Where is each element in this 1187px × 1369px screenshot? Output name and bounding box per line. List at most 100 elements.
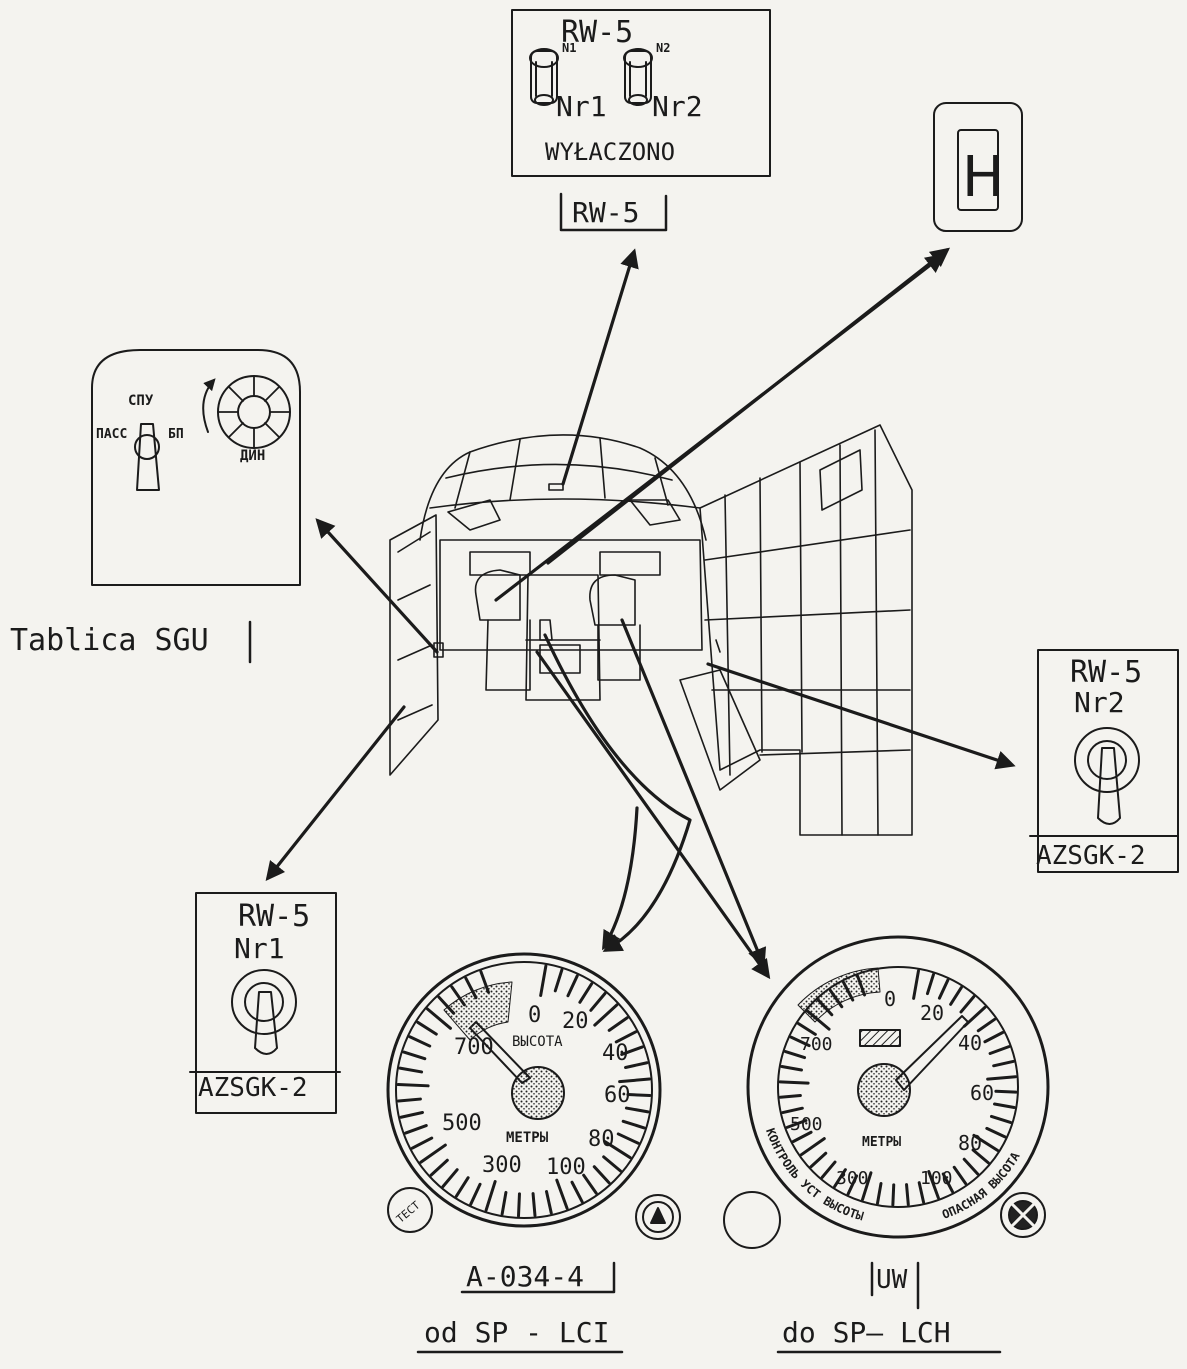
dial-tick [541, 966, 546, 996]
gauge-left-scale-4: 80 [588, 1127, 615, 1152]
dial-tick [783, 1108, 803, 1112]
gauge-left-scale-0: 0 [528, 1003, 541, 1028]
dial-tick [939, 980, 947, 998]
dial-tick [486, 1182, 495, 1211]
gauge-right-scale-4: 80 [958, 1131, 982, 1155]
dial-tick [609, 1018, 627, 1031]
sgu-card-frame [92, 350, 300, 585]
top-card-caption: RW-5 [572, 196, 639, 229]
dial-tick [996, 1091, 1016, 1092]
gauge-left-scale-8: 700 [454, 1035, 494, 1060]
gauge-right-scale-6: 300 [836, 1168, 869, 1189]
test-button-label: ТЕСТ [394, 1198, 423, 1225]
dial-tick [951, 987, 962, 1004]
gauge-left-scale-1: 20 [562, 1009, 589, 1034]
dial-tick [456, 1178, 468, 1197]
gauge-left-center-label: ВЫСОТА [512, 1034, 563, 1050]
dial-tick [626, 1063, 647, 1068]
switch1-tag: N1 [562, 41, 576, 55]
dial-tick [961, 997, 974, 1012]
dial-tick [398, 1085, 428, 1086]
dial-tick [988, 1077, 1016, 1079]
dial-tick [555, 970, 562, 991]
dial-tick [533, 1194, 535, 1216]
dial-tick [990, 1047, 1009, 1054]
nr1-number: Nr1 [234, 932, 285, 965]
gauge-right-scale-5: 100 [920, 1168, 953, 1189]
toggle-switch-icon-1 [530, 49, 558, 105]
gauge-left-scale-6: 300 [482, 1153, 522, 1178]
dial-tick [618, 1134, 638, 1143]
dial-tick [557, 1180, 567, 1208]
sgu-right-label: БП [168, 427, 184, 442]
gauge-right-scale-8: 700 [800, 1034, 833, 1055]
blank-button-icon [724, 1192, 780, 1248]
nr2-caption: AZSGK-2 [1036, 841, 1146, 871]
gauge-right-unit: МЕТРЫ [862, 1135, 901, 1150]
gauge-left-scale-5: 100 [546, 1155, 586, 1180]
top-rw5-card [512, 10, 770, 230]
gauge-left-hub [512, 1067, 564, 1119]
gauge-left-unit: МЕТРЫ [506, 1130, 549, 1146]
toggle-switch-icon-2 [624, 49, 652, 105]
gauge-left-scale-3: 60 [604, 1083, 631, 1108]
dial-tick [822, 1162, 835, 1177]
sgu-top-label: СПУ [128, 393, 154, 409]
dial-tick [987, 1128, 1005, 1136]
dial-tick [628, 1095, 650, 1096]
dial-tick [406, 1126, 427, 1134]
selector-lever-icon [135, 424, 159, 490]
dial-tick [995, 1104, 1015, 1107]
dial-tick [878, 1184, 881, 1204]
top-card-status: WYŁACZONO [545, 138, 675, 166]
dial-tick [623, 1121, 644, 1128]
dial-tick [572, 1182, 582, 1202]
nr1-title: RW-5 [238, 899, 310, 934]
cockpit-interior-sketch [390, 425, 912, 835]
switch2-label: Nr2 [652, 90, 703, 123]
pointer-arrows [268, 250, 1012, 976]
gauge-left-subcaption: od SP - LCI [424, 1316, 609, 1349]
dial-tick [978, 1019, 994, 1030]
nr1-caption: AZSGK-2 [198, 1073, 308, 1103]
dial-tick [964, 1159, 978, 1174]
dial-tick [991, 1116, 1010, 1122]
dial-tick [595, 1005, 617, 1025]
dial-tick [431, 1160, 447, 1175]
gauge-right-subcaption: do SP— LCH [782, 1316, 951, 1349]
sgu-left-label: ПАСС [96, 427, 127, 442]
dial-tick [591, 993, 605, 1010]
dial-tick [780, 1082, 808, 1083]
dial-tick [401, 1113, 422, 1118]
sgu-panel-card [92, 350, 300, 585]
dial-tick [580, 984, 592, 1003]
dial-tick [519, 1194, 520, 1216]
dial-tick [801, 1139, 824, 1155]
dial-tick [914, 971, 919, 999]
svg-text-layer: RW-5 N1 N2 Nr1 Nr2 WYŁACZONO RW-5 H СПУ … [10, 15, 1146, 1349]
toggle-lever-icon-nr1 [232, 970, 296, 1054]
gauge-right-scale-3: 60 [970, 1081, 994, 1105]
toggle-lever-icon-nr2 [1075, 728, 1139, 824]
dial-tick [604, 1157, 621, 1171]
gauge-right-scale-2: 40 [958, 1031, 982, 1055]
h-letter: H [962, 145, 1004, 210]
dial-tick [927, 974, 933, 993]
dial-tick [471, 1184, 480, 1204]
dial-tick [893, 1185, 894, 1205]
dial-tick [404, 1052, 425, 1059]
dial-tick [398, 1099, 420, 1101]
rotary-knob-icon [218, 376, 290, 448]
dial-tick [798, 1024, 815, 1035]
gauge-right-scale-7: 500 [790, 1114, 823, 1135]
gauge-left-scale-2: 40 [602, 1041, 629, 1066]
sgu-knob-label: ДИН [240, 448, 265, 464]
gauge-right-hub [858, 1064, 910, 1116]
dial-tick [782, 1067, 802, 1070]
dial-tick [400, 1068, 422, 1072]
nr2-number: Nr2 [1074, 686, 1125, 719]
dial-tick [443, 1170, 457, 1187]
gauge-left-scale-7: 500 [442, 1111, 482, 1136]
dial-tick [626, 1108, 648, 1112]
